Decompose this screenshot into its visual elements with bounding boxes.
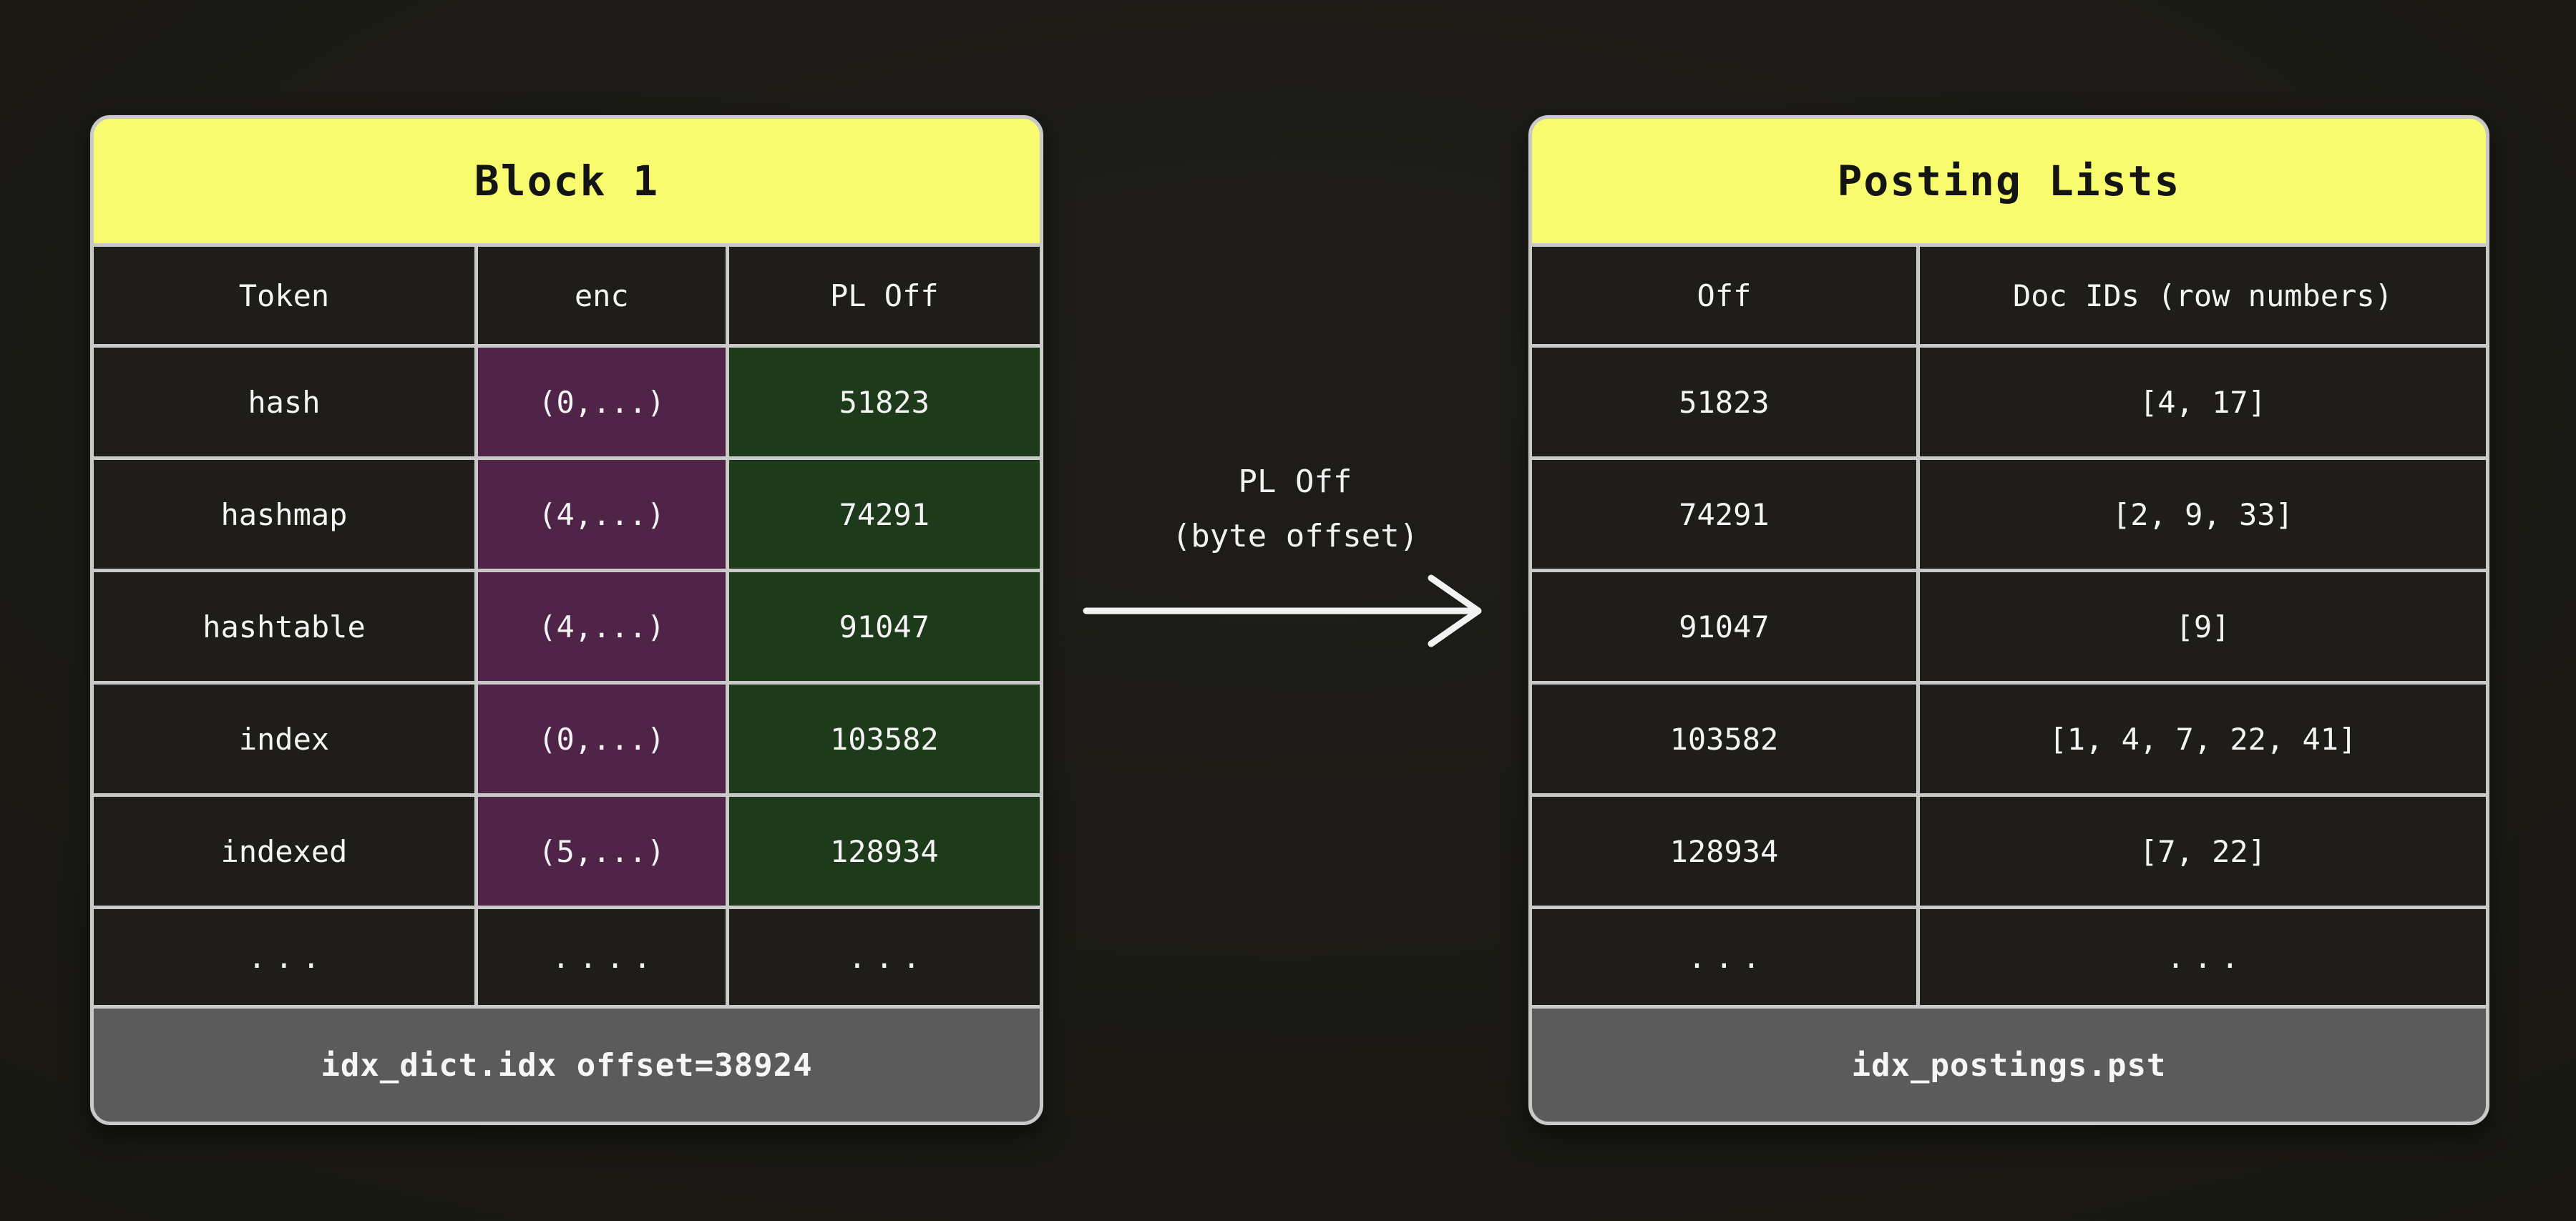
table-cell-enc: (0,...) bbox=[477, 348, 726, 456]
table-cell-token: hashmap bbox=[94, 460, 474, 569]
table-title: Posting Lists bbox=[1532, 119, 2486, 243]
posting-lists-table: Posting Lists Off Doc IDs (row numbers) … bbox=[1528, 115, 2489, 1125]
table-cell-doc-ids: [7, 22] bbox=[1919, 797, 2486, 906]
table-cell-enc: (4,...) bbox=[477, 460, 726, 569]
table-cell-token: hash bbox=[94, 348, 474, 456]
arrow-icon bbox=[1083, 574, 1482, 647]
table-cell-doc-ids: [1, 4, 7, 22, 41] bbox=[1919, 685, 2486, 793]
table-title: Block 1 bbox=[94, 119, 1040, 243]
table-cell-ellipsis: ... bbox=[94, 909, 474, 1005]
table-cell-doc-ids: [4, 17] bbox=[1919, 348, 2486, 456]
table-cell-enc: (0,...) bbox=[477, 685, 726, 793]
table-cell-off: 51823 bbox=[1532, 348, 1916, 456]
table-cell-pl-off: 74291 bbox=[728, 460, 1040, 569]
block1-table: Block 1 Token enc PL Off hash (0,...) 51… bbox=[90, 115, 1043, 1125]
table-cell-ellipsis: .... bbox=[477, 909, 726, 1005]
table-cell-off: 103582 bbox=[1532, 685, 1916, 793]
table-cell-doc-ids: [9] bbox=[1919, 572, 2486, 681]
block1-grid: Block 1 Token enc PL Off hash (0,...) 51… bbox=[94, 119, 1040, 1122]
table-cell-token: indexed bbox=[94, 797, 474, 906]
arrow-label-line1: PL Off bbox=[1238, 464, 1352, 500]
table-cell-pl-off: 103582 bbox=[728, 685, 1040, 793]
arrow-label: PL Off (byte offset) bbox=[1073, 455, 1517, 564]
table-cell-token: index bbox=[94, 685, 474, 793]
column-header-off: Off bbox=[1532, 247, 1916, 344]
table-cell-off: 128934 bbox=[1532, 797, 1916, 906]
table-cell-off: 74291 bbox=[1532, 460, 1916, 569]
column-header-token: Token bbox=[94, 247, 474, 344]
column-header-doc-ids: Doc IDs (row numbers) bbox=[1919, 247, 2486, 344]
table-cell-pl-off: 128934 bbox=[728, 797, 1040, 906]
column-header-enc: enc bbox=[477, 247, 726, 344]
table-cell-doc-ids: [2, 9, 33] bbox=[1919, 460, 2486, 569]
table-cell-pl-off: 51823 bbox=[728, 348, 1040, 456]
table-cell-token: hashtable bbox=[94, 572, 474, 681]
table-cell-off: 91047 bbox=[1532, 572, 1916, 681]
table-cell-ellipsis: ... bbox=[728, 909, 1040, 1005]
table-footer-filename: idx_postings.pst bbox=[1532, 1009, 2486, 1122]
table-cell-ellipsis: ... bbox=[1919, 909, 2486, 1005]
posting-lists-grid: Posting Lists Off Doc IDs (row numbers) … bbox=[1532, 119, 2486, 1122]
table-cell-pl-off: 91047 bbox=[728, 572, 1040, 681]
table-cell-ellipsis: ... bbox=[1532, 909, 1916, 1005]
table-cell-enc: (4,...) bbox=[477, 572, 726, 681]
table-cell-enc: (5,...) bbox=[477, 797, 726, 906]
table-footer-filename: idx_dict.idx offset=38924 bbox=[94, 1009, 1040, 1122]
arrow-label-line2: (byte offset) bbox=[1171, 518, 1419, 554]
column-header-pl-off: PL Off bbox=[728, 247, 1040, 344]
